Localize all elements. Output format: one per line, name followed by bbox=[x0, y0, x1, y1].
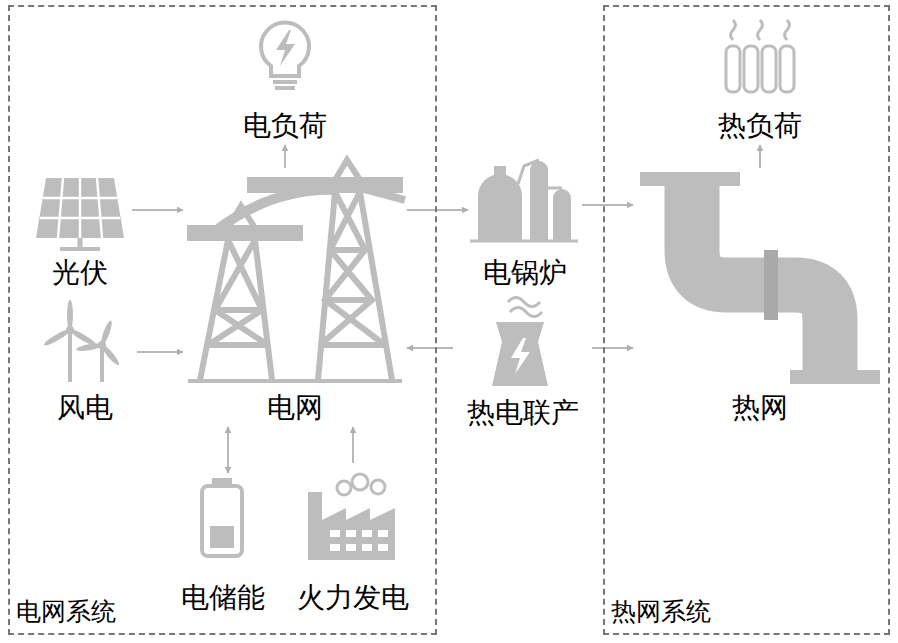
heat-pipe-icon bbox=[640, 172, 880, 384]
system-region: 电网系统 电负荷光伏电网 风电电储能火力发电 bbox=[8, 5, 437, 635]
system-region: 热网系统 热负荷热网 bbox=[603, 5, 890, 635]
region-heading: 电网系统 bbox=[16, 596, 116, 627]
flow-arrow bbox=[284, 145, 286, 168]
flow-arrow bbox=[352, 427, 354, 463]
electric-boiler-icon bbox=[470, 160, 578, 241]
flow-arrow bbox=[132, 209, 183, 211]
flow-arrow bbox=[227, 427, 229, 473]
heat-network-node: 热网 bbox=[635, 170, 885, 425]
factory-icon bbox=[308, 474, 395, 560]
chp-plant-icon bbox=[492, 298, 548, 387]
node-label: 热电联产 bbox=[467, 395, 579, 430]
flow-arrow bbox=[592, 347, 633, 349]
bulb-icon bbox=[261, 23, 309, 88]
node-label: 光伏 bbox=[52, 255, 108, 290]
source-node: 风电 bbox=[35, 295, 135, 425]
node-label: 电储能 bbox=[181, 580, 265, 615]
power-tower-icon bbox=[188, 160, 405, 381]
load-node: 电负荷 bbox=[235, 15, 335, 143]
grid-node: 电网 bbox=[185, 170, 405, 425]
wind-turbine-icon bbox=[43, 300, 121, 382]
flow-arrow bbox=[407, 347, 453, 349]
storage-node: 电储能 bbox=[170, 475, 275, 615]
node-label: 热负荷 bbox=[718, 108, 802, 143]
chp-node: 热电联产 bbox=[455, 288, 590, 430]
boiler-node: 电锅炉 bbox=[470, 145, 580, 290]
node-label: 风电 bbox=[57, 390, 113, 425]
node-label: 热网 bbox=[732, 390, 788, 425]
generator-node: 火力发电 bbox=[285, 465, 420, 615]
node-label: 火力发电 bbox=[297, 580, 409, 615]
load-node: 热负荷 bbox=[700, 15, 820, 143]
solar-panel-icon bbox=[36, 178, 124, 249]
region-heading: 热网系统 bbox=[611, 596, 711, 627]
node-label: 电负荷 bbox=[243, 108, 327, 143]
flow-arrow bbox=[407, 209, 468, 211]
node-label: 电锅炉 bbox=[483, 255, 567, 290]
node-label: 电网 bbox=[267, 390, 323, 425]
flow-arrow bbox=[582, 204, 633, 206]
radiator-icon bbox=[726, 20, 794, 92]
flow-arrow bbox=[759, 145, 761, 168]
battery-icon bbox=[202, 478, 242, 556]
flow-arrow bbox=[137, 351, 183, 353]
source-node: 光伏 bbox=[30, 170, 130, 290]
